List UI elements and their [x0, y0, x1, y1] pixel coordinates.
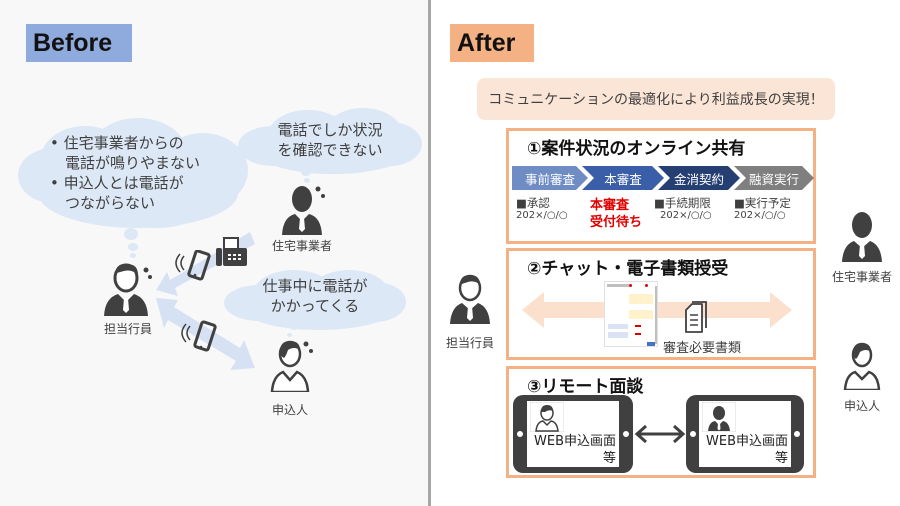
after-staff-label: 担当行員	[445, 336, 494, 350]
thought-bubble	[304, 178, 310, 183]
step-main-screening: 本審査	[582, 166, 664, 190]
section1-title: ①案件状況のオンライン共有	[527, 139, 746, 159]
signal-waves-icon	[181, 323, 191, 343]
step1-status: ■承認 202×/○/○	[516, 196, 568, 221]
thought-bubble	[124, 228, 138, 240]
tablet-left-text: WEB申込画面 等	[534, 434, 616, 466]
builder-person-icon	[282, 186, 325, 235]
phone-icon	[193, 320, 217, 352]
before-panel	[0, 0, 428, 506]
staff-label: 担当行員	[103, 322, 152, 336]
thought-bubble	[130, 253, 136, 258]
staff-avatar-icon	[702, 402, 736, 432]
builder-person-icon	[842, 212, 882, 262]
goal-banner: コミュニケーションの最適化により利益成長の実現！	[477, 78, 835, 120]
after-heading: After	[450, 24, 534, 62]
tablet-right-text: WEB申込画面 等	[706, 434, 788, 466]
staff-person-icon	[450, 274, 490, 324]
cloud-staff-thought	[18, 118, 248, 228]
step2-status: 本審査 受付待ち	[590, 198, 643, 230]
after-builder-label: 住宅事業者	[831, 270, 892, 284]
section3-title: ③リモート面談	[527, 377, 644, 397]
applicant-person-icon	[270, 340, 313, 392]
after-applicant-label: 申込人	[843, 399, 880, 413]
staff-person-icon	[104, 263, 152, 316]
thought-bubble	[290, 323, 298, 330]
cloud-applicant-text: 仕事中に電話が かかってくる	[262, 277, 368, 315]
chat-screenshot	[604, 281, 658, 347]
process-steps: 事前審査 本審査 金消契約 融資実行	[512, 166, 814, 190]
step4-status: ■実行予定 202×/○/○	[734, 196, 791, 221]
builder-label: 住宅事業者	[271, 239, 332, 253]
section2-title: ②チャット・電子書類授受	[527, 259, 729, 279]
applicant-person-icon	[843, 342, 881, 390]
cloud-applicant-thought	[224, 270, 406, 330]
bidirectional-arrow-icon	[634, 424, 686, 444]
phone-icon	[187, 250, 211, 281]
step-contract: 金消契約	[658, 166, 740, 190]
arrow-staff-applicant	[156, 298, 255, 370]
before-heading: Before	[26, 24, 132, 62]
thought-bubble	[301, 168, 311, 176]
applicant-avatar-icon	[530, 402, 564, 432]
document-label: 審査必要書類	[663, 341, 742, 356]
thought-bubble	[128, 243, 138, 251]
step3-status: ■手続期限 202×/○/○	[654, 196, 712, 221]
fax-icon	[216, 237, 247, 266]
signal-waves-icon	[175, 253, 185, 273]
cloud-staff-text: • 住宅事業者からの 電話が鳴りやまない • 申込人とは電話が つながらない	[50, 134, 201, 212]
thought-bubble	[287, 333, 292, 337]
document-icon	[685, 301, 707, 333]
goal-banner-text: コミュニケーションの最適化により利益成長の実現！	[488, 92, 824, 108]
cloud-builder-thought	[238, 108, 422, 174]
applicant-label: 申込人	[271, 403, 308, 417]
step-disbursement: 融資実行	[734, 166, 814, 190]
cloud-builder-text: 電話でしか状況 を確認できない	[277, 121, 383, 159]
step-pre-screening: 事前審査	[512, 166, 588, 190]
panel-divider	[428, 0, 431, 506]
